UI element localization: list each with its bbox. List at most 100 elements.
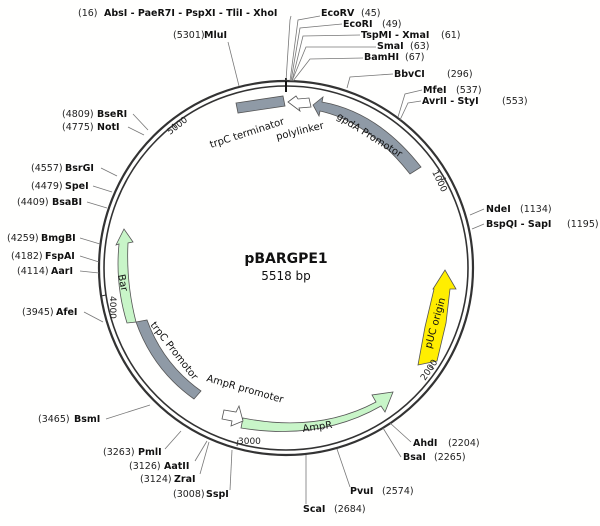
feature-label-AmpR-promoter: AmpR promoter <box>205 373 285 406</box>
site-pos-bsmi: (3465) <box>38 414 70 425</box>
site-pos-aatii: (3126) <box>129 461 161 472</box>
site-name-ecori[interactable]: EcoRI <box>343 19 373 30</box>
tick-mark-2000 <box>428 365 435 370</box>
feature-gpdA-promotor[interactable] <box>312 96 422 175</box>
plasmid-length: 5518 bp <box>261 269 311 283</box>
site-name-bsmi[interactable]: BsmI <box>74 414 100 425</box>
site-pos-ecorv: (45) <box>361 8 381 19</box>
leader-ecorv <box>289 15 321 82</box>
site-pos-afei: (3945) <box>22 307 54 318</box>
leader-noti <box>127 126 145 136</box>
leader-xhoi <box>285 15 292 82</box>
site-name-bsabi[interactable]: BsaBI <box>52 197 82 208</box>
leader-bsabi <box>86 201 108 209</box>
site-pos-sspi: (3008) <box>173 489 205 500</box>
site-name-smai[interactable]: SmaI <box>377 41 404 52</box>
tick-mark-3000 <box>236 439 239 447</box>
leader-ecori <box>290 23 343 82</box>
feature-Bar[interactable] <box>115 228 137 324</box>
site-name-bbvci[interactable]: BbvCI <box>394 69 425 80</box>
site-name-noti[interactable]: NotI <box>97 122 120 133</box>
feature-trpC-promotor[interactable] <box>135 319 202 400</box>
site-name-aatii[interactable]: AatII <box>164 461 189 472</box>
site-name-bamhi[interactable]: BamHI <box>364 52 399 63</box>
feature-pUC-origin[interactable] <box>417 269 457 366</box>
tick-mark-1000 <box>440 177 447 181</box>
leader-sapi <box>471 223 485 230</box>
site-name-bsai[interactable]: BsaI <box>403 452 426 463</box>
site-pos-ecori: (49) <box>382 19 402 30</box>
site-pos-ahdi: (2204) <box>448 438 480 449</box>
site-name-fspai[interactable]: FspAI <box>45 251 75 262</box>
site-name-xhoi[interactable]: AbsI - PaeR7I - PspXI - TliI - XhoI <box>104 8 277 19</box>
site-pos-zrai: (3124) <box>140 474 172 485</box>
leader-fspai <box>79 255 100 263</box>
site-pos-styi: (553) <box>502 96 528 107</box>
site-pos-bseri: (4809) <box>62 109 94 120</box>
leader-zrai <box>199 441 210 475</box>
site-pos-xhoi: (16) <box>78 8 98 19</box>
leader-aari <box>79 270 100 274</box>
site-name-aari[interactable]: AarI <box>51 266 73 277</box>
site-name-bsrgi[interactable]: BsrGI <box>65 163 94 174</box>
feature-label-gpdA-promotor: gpdA Promotor <box>334 111 404 161</box>
site-pos-pvui: (2574) <box>382 486 414 497</box>
site-name-xmai[interactable]: TspMI - XmaI <box>361 30 429 41</box>
site-name-pvui[interactable]: PvuI <box>350 486 373 497</box>
leader-bsai <box>382 427 402 458</box>
feature-trpC-terminator[interactable] <box>235 95 286 114</box>
site-pos-bbvci: (296) <box>447 69 473 80</box>
tick-mark-5000 <box>171 123 177 129</box>
tick-label-3000: 3000 <box>238 437 261 447</box>
leader-aatii <box>194 440 208 462</box>
leader-bseri <box>132 113 149 131</box>
leader-spei <box>92 185 113 193</box>
leader-bamhi <box>292 57 364 82</box>
leader-bbvci <box>346 73 394 89</box>
site-name-sapi[interactable]: BspQI - SapI <box>486 219 551 230</box>
site-leaders <box>79 15 485 504</box>
site-pos-bamhi: (67) <box>405 52 425 63</box>
site-name-ecorv[interactable]: EcoRV <box>321 8 355 19</box>
site-name-bmgbi[interactable]: BmgBI <box>41 233 76 244</box>
features <box>115 95 457 432</box>
site-name-pmli[interactable]: PmlI <box>138 447 162 458</box>
site-name-spei[interactable]: SpeI <box>65 181 89 192</box>
site-name-mlui[interactable]: MluI <box>204 30 227 41</box>
site-name-sspi[interactable]: SspI <box>206 489 229 500</box>
site-pos-bmgbi: (4259) <box>7 233 39 244</box>
site-pos-aari: (4114) <box>17 266 49 277</box>
leader-bsmi <box>105 404 151 420</box>
site-pos-spei: (4479) <box>31 181 63 192</box>
site-name-ahdi[interactable]: AhdI <box>413 438 437 449</box>
leader-afei <box>83 311 104 323</box>
site-pos-scai: (2684) <box>334 504 366 515</box>
site-name-scai[interactable]: ScaI <box>303 504 325 515</box>
feature-label-AmpR: AmpR <box>302 420 333 435</box>
site-pos-mfei: (537) <box>456 85 482 96</box>
leader-sspi <box>229 449 233 491</box>
site-pos-noti: (4775) <box>62 122 94 133</box>
tick-mark-4000 <box>100 294 107 297</box>
site-name-afei[interactable]: AfeI <box>56 307 77 318</box>
feature-polylinker[interactable] <box>287 95 312 113</box>
site-name-styi[interactable]: AvrII - StyI <box>422 96 479 107</box>
plasmid-name: pBARGPE1 <box>244 251 327 267</box>
site-pos-fspai: (4182) <box>11 251 43 262</box>
leader-bsrgi <box>100 167 118 177</box>
feature-AmpR-promoter[interactable] <box>221 404 244 427</box>
site-name-ndei[interactable]: NdeI <box>486 204 511 215</box>
leader-mlui <box>227 41 240 87</box>
site-name-zrai[interactable]: ZraI <box>174 474 196 485</box>
leader-pvui <box>336 448 351 488</box>
site-pos-bsrgi: (4557) <box>31 163 63 174</box>
site-pos-xmai: (61) <box>441 30 461 41</box>
site-pos-ndei: (1134) <box>520 204 552 215</box>
feature-AmpR[interactable] <box>240 391 394 432</box>
site-pos-smai: (63) <box>410 41 430 52</box>
site-name-mfei[interactable]: MfeI <box>423 85 447 96</box>
site-name-bseri[interactable]: BseRI <box>97 109 127 120</box>
site-pos-mlui: (5301) <box>173 30 205 41</box>
leader-smai <box>291 46 376 82</box>
